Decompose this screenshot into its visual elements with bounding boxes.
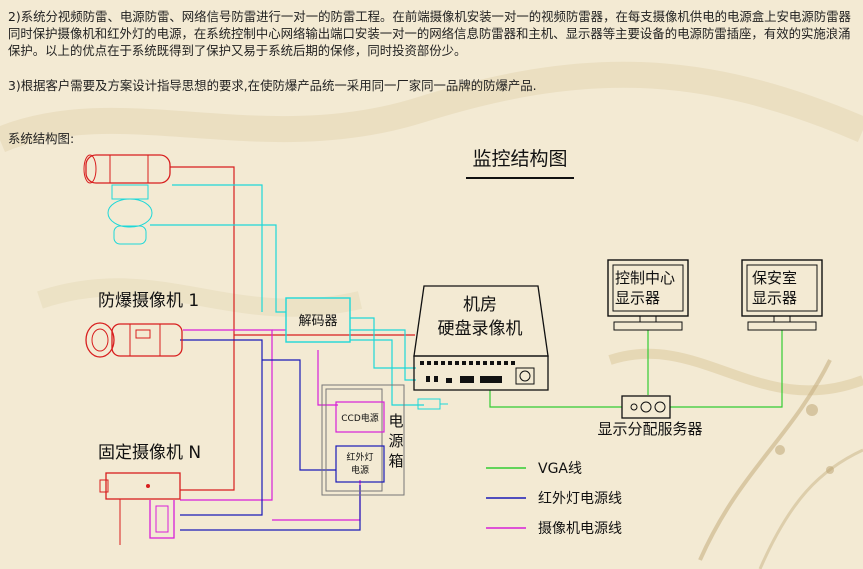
ir-power-label-line1: 红外灯 [346, 451, 373, 463]
vga-wire [489, 330, 783, 408]
explosion-proof-camera-top [83, 154, 171, 245]
ir-lamp-power-unit [335, 445, 385, 483]
power-box-char-2: 源 [388, 432, 403, 450]
monitor-2-line2: 显示器 [752, 289, 797, 307]
ccd-power-label: CCD电源 [341, 412, 379, 424]
legend-label-ir: 红外灯电源线 [538, 491, 622, 507]
fixed-camera-n [99, 472, 181, 545]
blue-wire [180, 339, 361, 531]
monitor-2-line1: 保安室 [752, 269, 797, 287]
system-diagram-label: 系统结构图: [8, 131, 75, 146]
dvr-label-line2: 硬盘录像机 [438, 319, 523, 339]
legend-label-camera-power: 摄像机电源线 [538, 521, 622, 537]
distributor-label: 显示分配服务器 [597, 420, 702, 438]
power-supply-box: CCD电源 红外灯 电源 电 源 箱 [321, 384, 405, 496]
decoder-label: 解码器 [298, 314, 337, 329]
explosion-proof-camera-1 [85, 322, 183, 358]
camera-n-label: 固定摄像机 N [98, 443, 201, 463]
cyan-wire [150, 184, 424, 406]
monitor-1-line1: 控制中心 [615, 269, 675, 287]
security-room-monitor: 保安室 显示器 [741, 259, 823, 331]
dvr-recorder: 机房 硬盘录像机 [413, 285, 549, 391]
ir-power-label-line2: 电源 [351, 464, 369, 476]
control-center-monitor: 控制中心 显示器 [607, 259, 689, 331]
power-box-char-3: 箱 [388, 452, 403, 470]
camera-1-label: 防爆摄像机 1 [98, 291, 199, 311]
ccd-power-unit [335, 401, 385, 433]
legend: VGA线 红外灯电源线 摄像机电源线 [486, 461, 622, 537]
second-paragraph: 3)根据客户需要及方案设计指导思想的要求,在使防爆产品统一采用同一厂家同一品牌的… [8, 78, 537, 93]
power-box-char-1: 电 [388, 412, 403, 430]
decoder: 解码器 [285, 297, 351, 343]
diagram-title: 监控结构图 [472, 148, 567, 170]
monitor-1-line2: 显示器 [615, 289, 660, 307]
display-distribution-server: 显示分配服务器 [597, 395, 703, 438]
intro-paragraph: 2)系统分视频防雷、电源防雷、网络信号防雷进行一对一的防雷工程。在前端摄像机安装… [8, 9, 851, 58]
dvr-label-line1: 机房 [463, 295, 497, 315]
video-surge-protector [417, 398, 448, 410]
red-wire [170, 166, 415, 491]
legend-label-vga: VGA线 [538, 461, 582, 477]
